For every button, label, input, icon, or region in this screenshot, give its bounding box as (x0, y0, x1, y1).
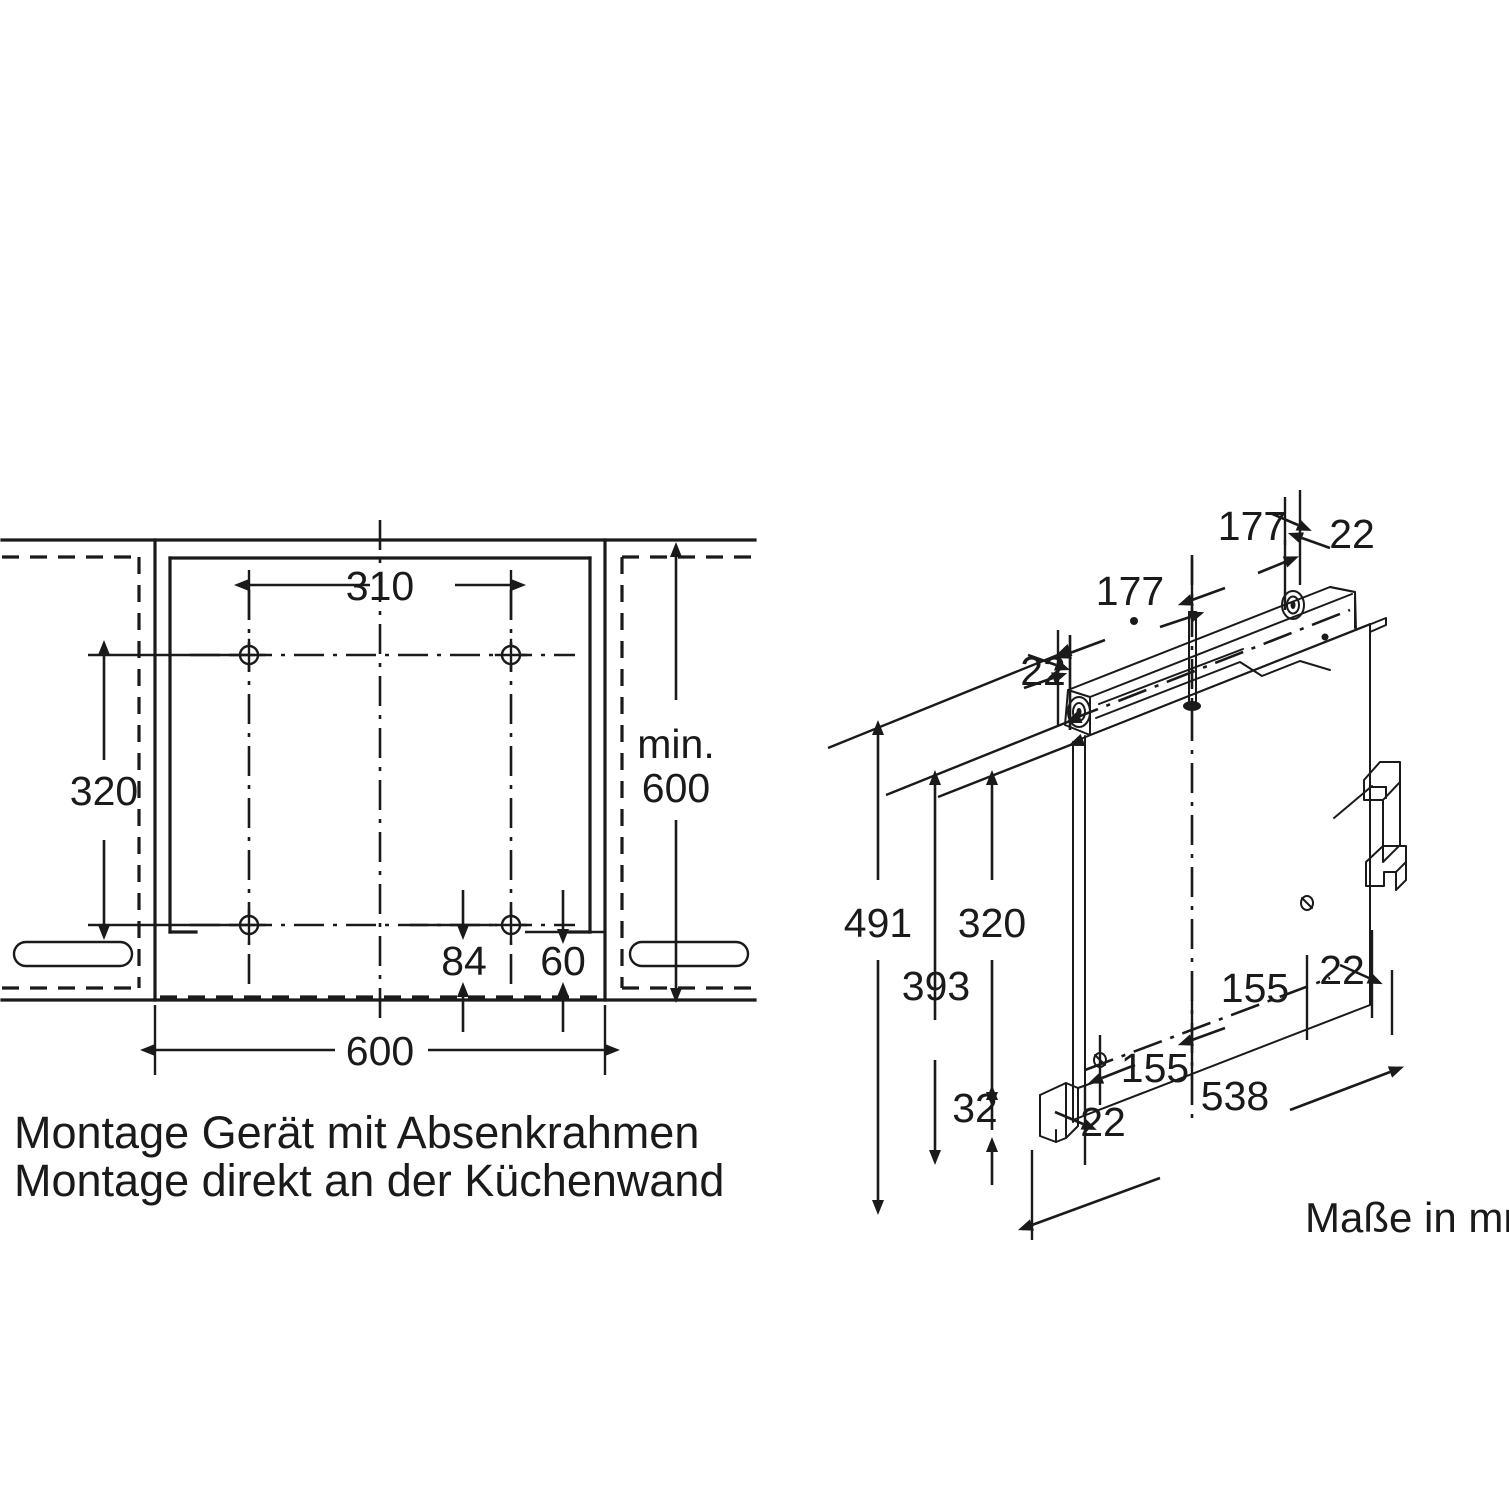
dim-label-22-bottom: 22 (1080, 1099, 1126, 1145)
rail-axis-dashdot (1069, 608, 1351, 722)
dimension-84 (410, 890, 497, 1032)
center-screw-pin (1183, 611, 1201, 711)
hinge-pivot-right (1281, 590, 1305, 620)
dim-label-320-right: 320 (958, 900, 1026, 946)
panel-screw-marks (1093, 617, 1329, 1068)
dimension-22-bottom (1054, 1085, 1097, 1165)
caption-line-1: Montage Gerät mit Absenkrahmen (14, 1107, 699, 1158)
dimension-22-left (1023, 630, 1072, 730)
dim-label-22-top-right: 22 (1329, 511, 1375, 557)
right-view-group (827, 490, 1407, 1240)
dim-label-320-left: 320 (70, 768, 138, 814)
dim-label-min-600: 600 (642, 765, 710, 811)
dimension-155-upper (1177, 955, 1309, 1046)
caption-line-2: Montage direkt an der Küchenwand (14, 1155, 724, 1206)
dimension-177-right (1177, 540, 1299, 610)
dim-label-22-right: 22 (1319, 947, 1365, 993)
clip-leader-line (1333, 785, 1373, 819)
dimension-310 (234, 570, 526, 620)
dim-label-177-left: 177 (1096, 568, 1164, 614)
dimension-538 (1017, 970, 1405, 1240)
side-clip-upper (1363, 761, 1401, 863)
dim-label-538: 538 (1201, 1073, 1269, 1119)
dim-label-32: 32 (952, 1085, 998, 1131)
mounting-hole-top-right (494, 638, 528, 672)
dimension-600-bottom (140, 1005, 620, 1075)
iso-extension-lines-upper (827, 643, 1086, 799)
dim-label-310: 310 (346, 563, 414, 609)
dim-label-177-right: 177 (1218, 503, 1286, 549)
dim-label-60: 60 (540, 938, 586, 984)
lower-bracket-axis-dashdot (1084, 976, 1331, 1072)
dim-label-22-left: 22 (1020, 648, 1066, 694)
appliance-rear-panel (1072, 623, 1371, 1121)
dimension-320-left (88, 640, 255, 940)
dim-label-155-upper: 155 (1221, 965, 1289, 1011)
dim-label-600-bottom: 600 (346, 1028, 414, 1074)
dimension-60 (525, 890, 605, 1032)
dim-label-min: min. (637, 721, 714, 767)
left-view-group (0, 520, 757, 1075)
dimension-22-right-lower (1339, 930, 1383, 1018)
mounting-hole-bottom-right (494, 908, 528, 942)
side-clip-lower (1365, 845, 1407, 891)
units-note: Maße in mm (1305, 1194, 1509, 1241)
cabinet-inner-cutout (168, 556, 592, 934)
dim-label-393: 393 (902, 963, 970, 1009)
mounting-slot-right (628, 940, 750, 968)
lower-base-rail (1039, 1081, 1096, 1143)
dashed-panel-right (620, 555, 755, 990)
dim-label-155-lower: 155 (1121, 1045, 1189, 1091)
dim-label-84: 84 (441, 938, 487, 984)
dim-label-491: 491 (844, 900, 912, 946)
panel-left-edge (1072, 735, 1086, 1123)
mounting-slot-left (12, 940, 134, 968)
hinge-pivot-left (1067, 696, 1091, 728)
cabinet-outer-outline (0, 538, 757, 1002)
dimension-22-top-right (1269, 490, 1331, 585)
dashed-panel-left (2, 555, 141, 990)
